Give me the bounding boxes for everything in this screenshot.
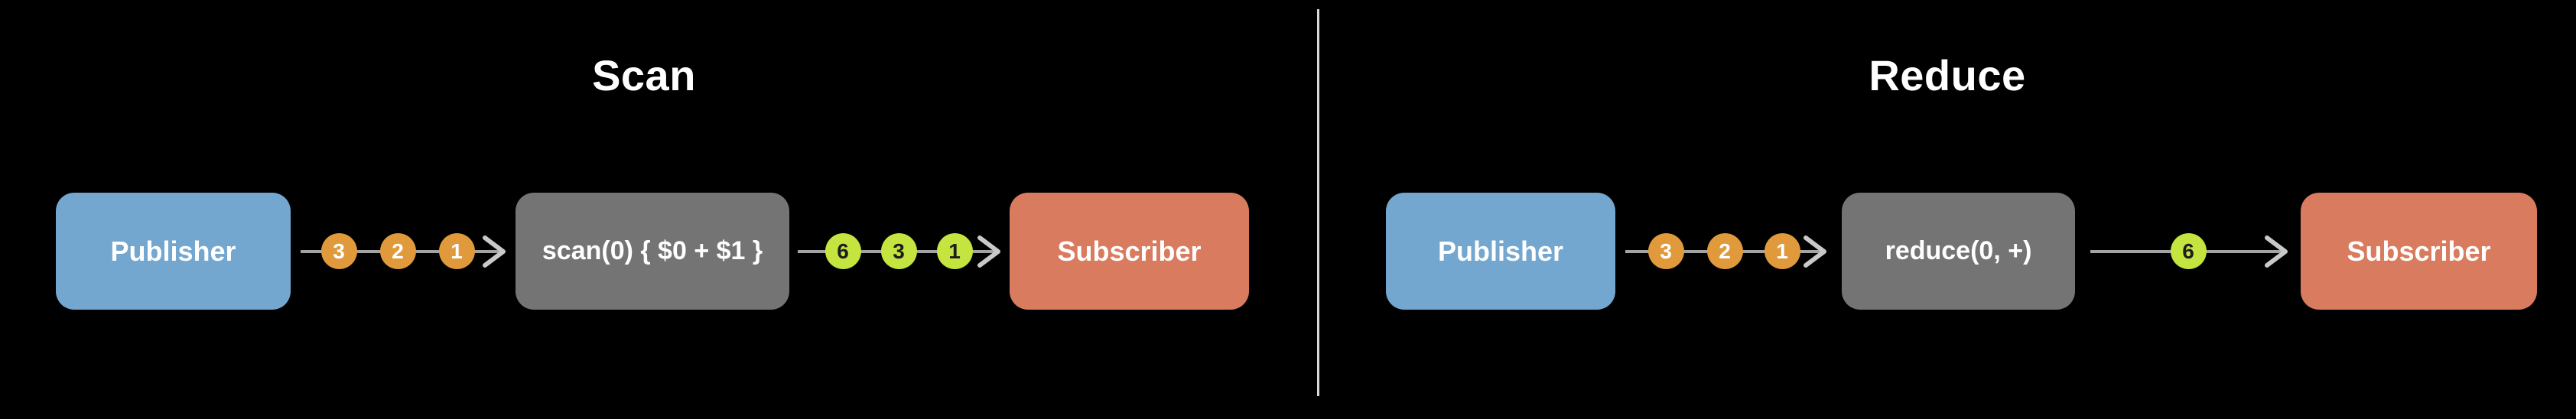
marble: 1 xyxy=(1764,233,1800,269)
subscriber-label: Subscriber xyxy=(2347,235,2491,267)
marble: 2 xyxy=(379,233,416,269)
operator-label: scan(0) { $0 + $1 } xyxy=(542,236,763,265)
marble-value: 1 xyxy=(948,239,961,263)
arrow-right-icon xyxy=(481,234,507,269)
marble-value: 1 xyxy=(450,239,463,263)
scan-panel: Scan Publisher 3 2 1 scan(0) { $0 + $1 }… xyxy=(56,51,1249,310)
marble: 3 xyxy=(320,233,357,269)
operator-label: reduce(0, +) xyxy=(1885,236,2032,265)
input-stream: 3 2 1 xyxy=(301,193,507,310)
subscriber-box: Subscriber xyxy=(2301,193,2537,310)
publisher-box: Publisher xyxy=(56,193,291,310)
reduce-panel-title: Reduce xyxy=(1869,51,2026,99)
section-divider xyxy=(1317,9,1319,396)
marble: 2 xyxy=(1706,233,1743,269)
marble-value: 6 xyxy=(837,239,849,263)
marble: 6 xyxy=(2170,233,2207,269)
publisher-label: Publisher xyxy=(1437,235,1564,267)
output-stream: 6 xyxy=(2090,193,2289,310)
arrow-right-icon xyxy=(2263,234,2289,269)
marble: 1 xyxy=(438,233,475,269)
marble: 6 xyxy=(825,233,861,269)
output-stream: 6 3 1 xyxy=(798,193,1002,310)
subscriber-box: Subscriber xyxy=(1010,193,1249,310)
publisher-box: Publisher xyxy=(1386,193,1615,310)
arrow-right-icon xyxy=(976,234,1002,269)
marble-value: 2 xyxy=(392,239,404,263)
subscriber-label: Subscriber xyxy=(1057,235,1202,267)
operator-box: reduce(0, +) xyxy=(1842,193,2075,310)
reduce-panel: Reduce Publisher 3 2 1 reduce(0, +) 6 Su… xyxy=(1319,0,2576,419)
input-stream: 3 2 1 xyxy=(1625,193,1828,310)
marble: 3 xyxy=(1647,233,1684,269)
publisher-label: Publisher xyxy=(110,235,236,267)
marble-value: 3 xyxy=(893,239,905,263)
marble-value: 3 xyxy=(1660,239,1672,263)
marble-value: 1 xyxy=(1776,239,1788,263)
marble-value: 2 xyxy=(1719,239,1731,263)
marble-value: 3 xyxy=(333,239,345,263)
marble: 3 xyxy=(880,233,917,269)
marble: 1 xyxy=(936,233,973,269)
marble-value: 6 xyxy=(2182,239,2194,263)
operator-box: scan(0) { $0 + $1 } xyxy=(516,193,789,310)
scan-panel-title: Scan xyxy=(592,51,696,99)
arrow-right-icon xyxy=(1802,234,1828,269)
